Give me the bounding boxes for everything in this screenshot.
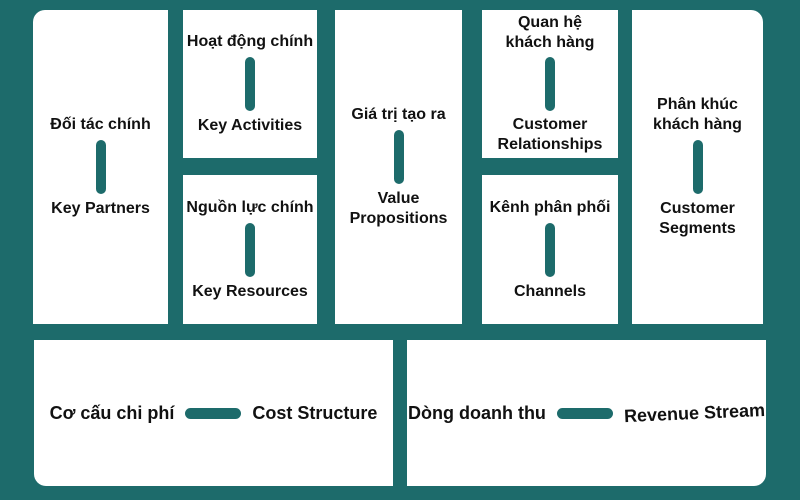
- key-activities-label-vi: Hoạt động chính: [186, 33, 314, 50]
- value-propositions-label-en: Value Propositions: [349, 190, 448, 227]
- block-cost-structure: Cơ cấu chi phí Cost Structure: [34, 340, 393, 486]
- block-value-propositions: Giá trị tạo ra Value Propositions: [335, 10, 462, 324]
- key-partners-label-en: Key Partners: [51, 200, 150, 217]
- channels-label-en: Channels: [513, 282, 586, 300]
- cost-structure-label-en: Cost Structure: [252, 402, 378, 423]
- key-resources-label-en: Key Resources: [192, 282, 308, 300]
- block-key-activities: Hoạt động chính Key Activities: [183, 10, 317, 158]
- customer-relationships-label-en: Customer Relationships: [497, 116, 603, 153]
- block-channels: Kênh phân phối Channels: [482, 175, 618, 324]
- block-customer-relationships: Quan hệ khách hàng Customer Relationship…: [482, 10, 618, 158]
- revenue-stream-label-en: Revenue Stream: [623, 399, 766, 426]
- divider-pill: [245, 222, 255, 277]
- divider-pill: [393, 130, 404, 184]
- divider-pill: [245, 57, 255, 111]
- divider-pill: [185, 407, 242, 419]
- cost-structure-label-vi: Cơ cấu chi phí: [49, 402, 175, 423]
- key-partners-label-vi: Đối tác chính: [50, 116, 151, 133]
- value-propositions-label-vi: Giá trị tạo ra: [351, 106, 446, 123]
- customer-relationships-label-vi: Quan hệ khách hàng: [505, 14, 595, 51]
- customer-segments-label-en: Customer Segments: [659, 200, 736, 237]
- divider-pill: [545, 57, 555, 111]
- block-key-resources: Nguồn lực chính Key Resources: [183, 175, 317, 324]
- customer-segments-label-vi: Phân khúc khách hàng: [653, 96, 742, 133]
- key-activities-label-en: Key Activities: [197, 117, 303, 134]
- revenue-stream-label-vi: Dòng doanh thu: [407, 402, 546, 423]
- divider-pill: [545, 222, 555, 277]
- channels-label-vi: Kênh phân phối: [489, 198, 611, 216]
- block-customer-segments: Phân khúc khách hàng Customer Segments: [632, 10, 763, 324]
- divider-pill: [556, 407, 613, 419]
- divider-pill: [95, 140, 106, 194]
- block-key-partners: Đối tác chính Key Partners: [33, 10, 168, 324]
- block-revenue-stream: Dòng doanh thu Revenue Stream: [407, 340, 766, 486]
- key-resources-label-vi: Nguồn lực chính: [186, 198, 314, 216]
- divider-pill: [692, 140, 703, 194]
